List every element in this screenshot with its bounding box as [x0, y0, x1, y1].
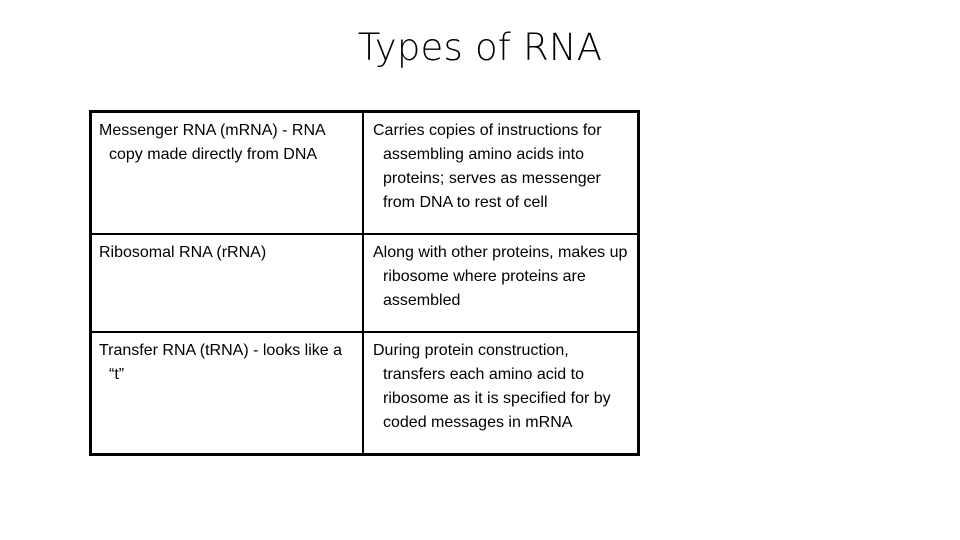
table-row: Messenger RNA (mRNA) - RNA copy made dir…: [90, 111, 639, 234]
page-title: Types of RNA: [357, 26, 603, 69]
rna-type-text: Messenger RNA (mRNA) - RNA copy made dir…: [99, 122, 325, 163]
table-cell-rna-function: Along with other proteins, makes up ribo…: [363, 233, 639, 332]
rna-function-text: During protein construction, transfers e…: [373, 342, 611, 431]
table-cell-rna-type: Messenger RNA (mRNA) - RNA copy made dir…: [90, 111, 364, 234]
table-cell-rna-type: Transfer RNA (tRNA) - looks like a “t”: [90, 331, 364, 455]
table-cell-rna-function: Carries copies of instructions for assem…: [363, 111, 639, 234]
table-row: Transfer RNA (tRNA) - looks like a “t” D…: [90, 331, 639, 455]
rna-types-table: Messenger RNA (mRNA) - RNA copy made dir…: [89, 110, 640, 456]
rna-type-text: Ribosomal RNA (rRNA): [99, 244, 267, 261]
rna-function-text: Along with other proteins, makes up ribo…: [373, 244, 628, 309]
rna-function-text: Carries copies of instructions for assem…: [373, 122, 602, 211]
rna-type-text: Transfer RNA (tRNA) - looks like a “t”: [99, 342, 343, 383]
table-row: Ribosomal RNA (rRNA) Along with other pr…: [90, 233, 639, 332]
table-cell-rna-function: During protein construction, transfers e…: [363, 331, 639, 455]
table-cell-rna-type: Ribosomal RNA (rRNA): [90, 233, 364, 332]
